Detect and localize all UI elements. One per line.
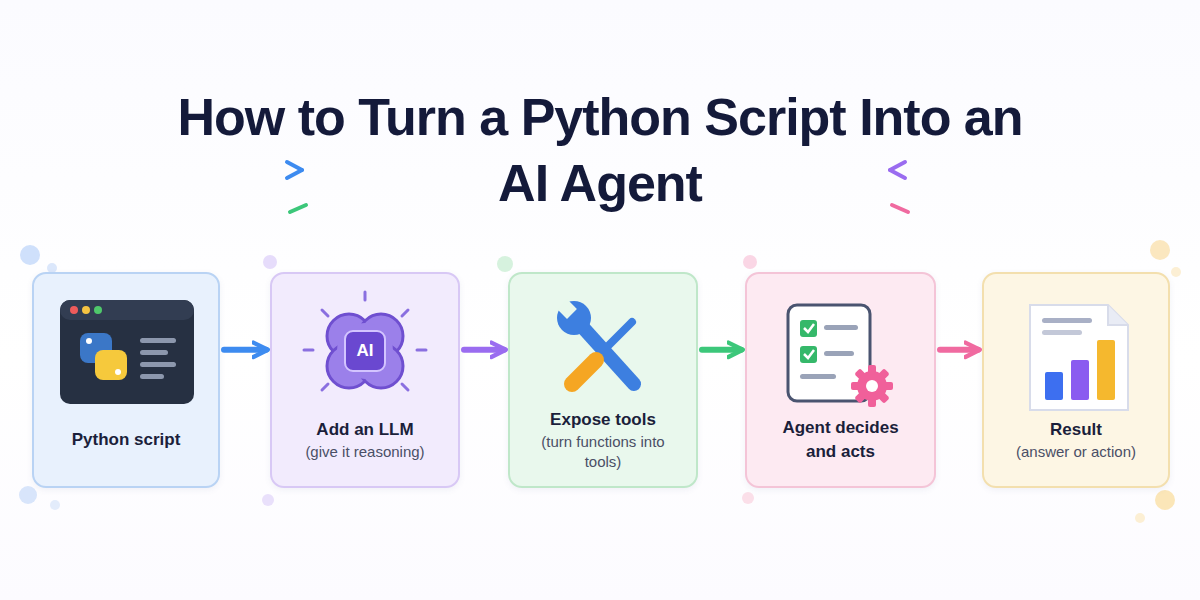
node-heading: Python script: [72, 428, 181, 452]
icon-label: AI: [357, 341, 374, 361]
text-group: Add an LLM(give it reasoning): [272, 412, 458, 468]
flow-arrow: [940, 347, 978, 353]
process-box: Python script: [32, 272, 220, 488]
node-heading: Add an LLM: [316, 418, 413, 442]
node-heading: Expose tools: [550, 408, 656, 432]
decor-dot: [20, 245, 40, 265]
text-group: Agent decides and acts: [747, 412, 934, 468]
decor-dash: [890, 170, 905, 178]
node-heading: Agent decides and acts: [773, 416, 909, 464]
decor-dot: [1135, 513, 1145, 523]
decor-dash: [890, 162, 905, 170]
decor-dot: [19, 486, 37, 504]
decor-dash: [287, 170, 302, 178]
decor-dot: [742, 492, 754, 504]
node-subtitle: (turn functions into tools): [535, 432, 671, 472]
text-group: Expose tools(turn functions into tools): [510, 412, 696, 468]
text-group: Python script: [34, 412, 218, 468]
decor-dot: [497, 256, 513, 272]
process-box: Add an LLM(give it reasoning): [270, 272, 460, 488]
node-heading: Result: [1050, 418, 1102, 442]
process-box: Expose tools(turn functions into tools): [508, 272, 698, 488]
decor-dot: [262, 494, 274, 506]
flow-arrow: [224, 347, 266, 353]
text-group: Result(answer or action): [984, 412, 1168, 468]
decor-dash: [287, 162, 302, 170]
process-box: Result(answer or action): [982, 272, 1170, 488]
process-box: Agent decides and acts: [745, 272, 936, 488]
decor-dot: [50, 500, 60, 510]
flow-arrow: [464, 347, 504, 353]
decor-dot: [1171, 267, 1181, 277]
flow-arrow: [702, 347, 741, 353]
decor-dash: [892, 205, 908, 212]
decor-dash: [290, 205, 306, 212]
decor-dot: [1150, 240, 1170, 260]
node-subtitle: (answer or action): [1016, 442, 1136, 462]
decor-dot: [743, 255, 757, 269]
decor-dot: [263, 255, 277, 269]
decor-dot: [1155, 490, 1175, 510]
node-subtitle: (give it reasoning): [305, 442, 424, 462]
diagram-title: How to Turn a Python Script Into an AI A…: [150, 84, 1050, 216]
